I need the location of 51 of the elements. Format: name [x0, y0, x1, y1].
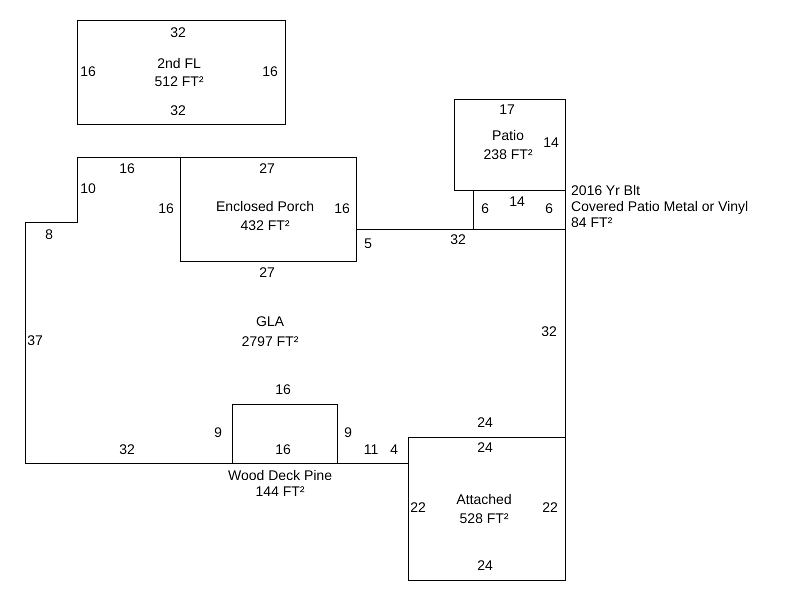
area-size: 2797 FT²: [242, 333, 298, 349]
area-caption: 2016 Yr Blt: [571, 182, 642, 198]
dimension-label: 24: [477, 414, 493, 430]
area-name: Attached: [456, 491, 512, 507]
floor-area: [77, 20, 286, 125]
dimension-label: 6: [545, 200, 553, 216]
dimension-label: 24: [477, 439, 493, 455]
area-caption: 84 FT²: [571, 214, 614, 230]
dimension-label: 17: [499, 101, 515, 117]
area-caption: Covered Patio Metal or Vinyl: [571, 198, 748, 214]
dimension-label: 16: [334, 200, 350, 216]
area-size: 512 FT²: [154, 73, 204, 89]
area-size: 528 FT²: [460, 510, 508, 526]
dimension-label: 16: [275, 441, 291, 457]
area-caption: 144 FT²: [254, 483, 306, 499]
dimension-label: 32: [119, 441, 135, 457]
dimension-label: 6: [481, 200, 489, 216]
dimension-label: 37: [27, 332, 43, 348]
dimension-label: 32: [541, 323, 557, 339]
dimension-label: 4: [390, 441, 398, 457]
dimension-label: 9: [344, 424, 352, 440]
dimension-label: 22: [542, 499, 558, 515]
dimension-label: 14: [543, 134, 559, 150]
area-name: 2nd FL: [157, 55, 201, 71]
dimension-label: 16: [158, 200, 174, 216]
area-name: Enclosed Porch: [216, 198, 314, 214]
dimension-label: 27: [259, 160, 275, 176]
area-name: Patio: [492, 127, 524, 143]
dimension-label: 27: [259, 264, 275, 280]
covered-patio-area: [473, 190, 566, 230]
dimension-label: 32: [170, 102, 186, 118]
dimension-label: 11: [364, 441, 378, 457]
dimension-label: 5: [364, 235, 372, 251]
dimension-label: 24: [477, 557, 493, 573]
dimension-label: 22: [410, 499, 426, 515]
dimension-label: 32: [450, 231, 466, 247]
area-size: 432 FT²: [240, 217, 290, 233]
dimension-label: 9: [214, 424, 222, 440]
dimension-label: 8: [45, 226, 53, 242]
dimension-label: 16: [80, 63, 96, 79]
dimension-label: 10: [80, 180, 96, 196]
dimension-label: 14: [509, 193, 525, 209]
dimension-label: 16: [262, 63, 278, 79]
patio-area: [454, 99, 566, 191]
dimension-label: 16: [119, 160, 135, 176]
garage-area: [408, 437, 566, 581]
dimension-label: 32: [170, 24, 186, 40]
area-name: GLA: [256, 313, 284, 329]
area-caption: Wood Deck Pine: [228, 467, 332, 483]
dimension-label: 16: [275, 381, 291, 397]
area-size: 238 FT²: [484, 146, 532, 162]
